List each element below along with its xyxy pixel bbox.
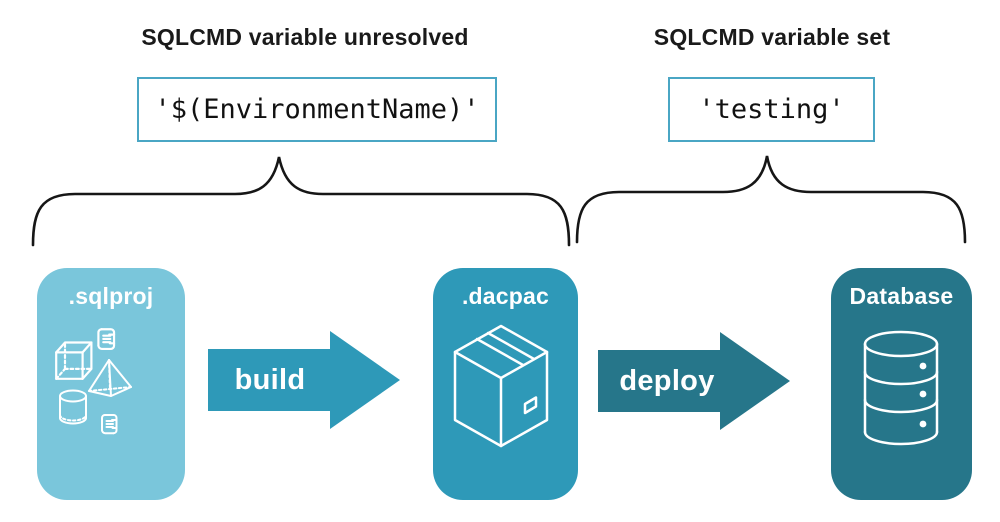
- database-label: Database: [849, 283, 954, 309]
- unresolved-variable-value: '$(EnvironmentName)': [154, 94, 480, 125]
- set-variable-value: 'testing': [698, 94, 845, 125]
- package-icon: [453, 324, 549, 448]
- right-brace: [575, 155, 967, 244]
- build-arrow-label: build: [234, 363, 306, 396]
- unresolved-variable-box: '$(EnvironmentName)': [137, 77, 497, 142]
- sqlproj-label: .sqlproj: [68, 283, 154, 309]
- script-icon: [97, 328, 116, 350]
- build-arrow-shape: [208, 331, 400, 429]
- dacpac-card: .dacpac: [433, 268, 578, 500]
- cylinder-icon: [59, 389, 87, 425]
- deploy-arrow: deploy: [598, 332, 790, 430]
- sql-project-objects-icon: [55, 328, 132, 435]
- sqlproj-card: .sqlproj: [37, 268, 185, 500]
- deploy-arrow-shape: [598, 332, 790, 430]
- left-brace: [31, 156, 571, 247]
- pyramid-icon: [88, 359, 132, 397]
- build-arrow: build: [208, 331, 400, 429]
- script-icon: [101, 414, 118, 435]
- database-icon: [863, 330, 939, 446]
- database-card: Database: [831, 268, 972, 500]
- unresolved-heading: SQLCMD variable unresolved: [141, 24, 469, 50]
- set-variable-box: 'testing': [668, 77, 875, 142]
- cube-icon: [55, 341, 93, 380]
- set-heading: SQLCMD variable set: [653, 24, 891, 50]
- deploy-arrow-label: deploy: [619, 364, 715, 397]
- dacpac-label: .dacpac: [461, 283, 550, 309]
